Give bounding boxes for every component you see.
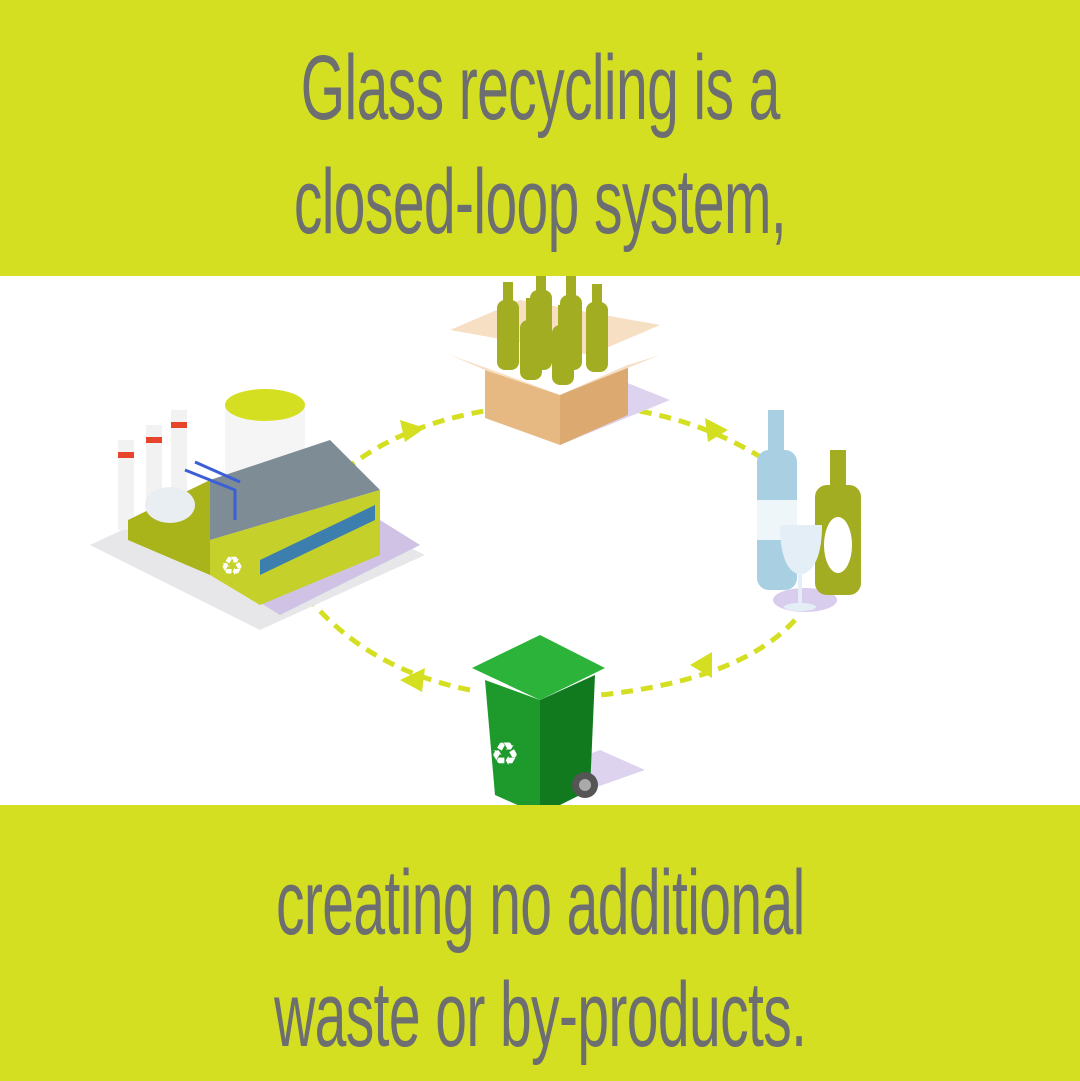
bottom-banner: creating no additional waste or by-produ…: [0, 805, 1080, 1081]
recycle-icon: ♻: [220, 551, 243, 581]
headline-line-2: closed-loop system,: [293, 151, 787, 253]
footer-line-2: waste or by-products.: [273, 964, 807, 1066]
arrow-bin-to-factory: [308, 598, 471, 693]
recycling-factory-illustration: ♻: [90, 389, 425, 630]
arrow-box-to-bottles: [619, 405, 782, 473]
glass-bottles-illustration: [757, 410, 861, 612]
top-banner: Glass recycling is a closed-loop system,: [0, 0, 1080, 276]
box-of-bottles-illustration: [450, 276, 670, 445]
arrow-factory-to-box: [343, 407, 491, 472]
recycle-icon: ♻: [491, 736, 520, 772]
arrow-bottles-to-bin: [599, 618, 797, 698]
recycling-bin-illustration: ♻: [472, 635, 645, 805]
headline-line-1: Glass recycling is a: [300, 37, 781, 139]
footer-line-1: creating no additional: [275, 852, 805, 954]
recycling-cycle-diagram: ♻ ♻: [90, 276, 861, 805]
